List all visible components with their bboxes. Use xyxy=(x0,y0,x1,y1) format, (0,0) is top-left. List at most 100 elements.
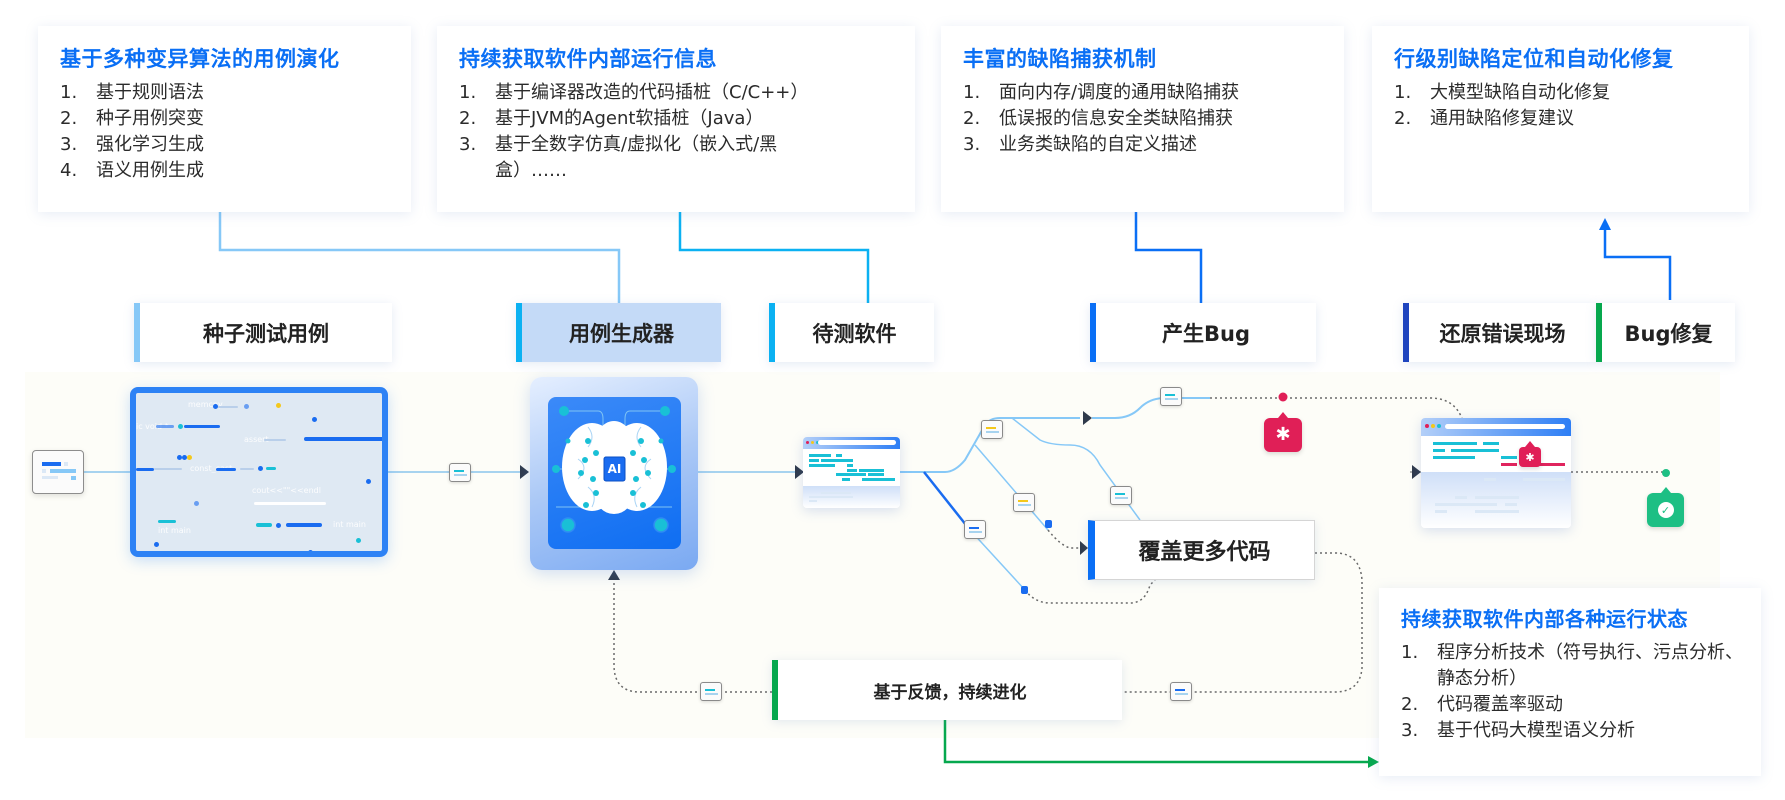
bug-marker: ✱ xyxy=(1264,412,1302,452)
item-number: 2. xyxy=(459,108,477,129)
ai-chip-label: AI xyxy=(607,462,622,476)
test-case-doc-icon xyxy=(700,682,722,701)
code-token: memcpy xyxy=(188,400,223,409)
code-token: const_cast xyxy=(190,464,233,473)
list-item: 1. 基于规则语法 xyxy=(60,80,411,106)
stage-label-text: 还原错误现场 xyxy=(1439,321,1566,346)
test-case-doc-icon xyxy=(1160,387,1182,406)
stage-label-case-generator: 用例生成器 xyxy=(516,303,721,362)
test-case-doc-icon xyxy=(964,520,986,539)
bug-icon: ✱ xyxy=(1525,450,1535,464)
item-text: 通用缺陷修复建议 xyxy=(1430,108,1574,129)
window-titlebar xyxy=(1421,418,1571,436)
bug-icon: ✱ xyxy=(1275,424,1291,445)
item-text: 业务类缺陷的自定义描述 xyxy=(999,134,1197,155)
feedback-label: 基于反馈，持续进化 xyxy=(873,682,1027,703)
item-number: 4. xyxy=(60,160,78,181)
stage-label-text: 产生Bug xyxy=(1162,321,1250,346)
test-case-doc-icon xyxy=(981,420,1003,439)
item-number: 2. xyxy=(1401,694,1419,715)
list-item: 3. 强化学习生成 xyxy=(60,132,411,158)
list-item: 2. 种子用例突变 xyxy=(60,106,411,132)
item-text: 强化学习生成 xyxy=(96,134,204,155)
item-text: 基于编译器改造的代码插桩（C/C++） xyxy=(495,82,809,103)
item-text: 程序分析技术（符号执行、污点分析、静态分析） xyxy=(1437,642,1743,689)
item-text: 基于代码大模型语义分析 xyxy=(1437,720,1635,741)
stage-label-produce-bug: 产生Bug xyxy=(1090,303,1316,362)
info-box-runtime-info: 持续获取软件内部运行信息 1. 基于编译器改造的代码插桩（C/C++） 2. 基于J… xyxy=(437,26,915,212)
stage-label-bug-fix: Bug修复 xyxy=(1596,303,1735,362)
connector-generator-to-box1 xyxy=(214,198,621,303)
item-number: 1. xyxy=(60,82,78,103)
item-number: 1. xyxy=(1394,82,1412,103)
test-case-doc-icon xyxy=(1013,493,1035,512)
code-token: cout<<""<<endl xyxy=(252,486,321,495)
stage-label-text: 种子测试用例 xyxy=(203,321,329,346)
code-token: int main xyxy=(333,520,366,529)
list-item: 2. 低误报的信息安全类缺陷捕获 xyxy=(963,106,1344,132)
item-number: 1. xyxy=(963,82,981,103)
list-item: 1. 面向内存/调度的通用缺陷捕获 xyxy=(963,80,1344,106)
stage-label-reproduce-error: 还原错误现场 xyxy=(1403,303,1596,362)
coverage-label: 覆盖更多代码 xyxy=(1138,540,1271,565)
info-list: 1.大模型缺陷自动化修复 2. 通用缺陷修复建议 xyxy=(1394,80,1749,132)
item-number: 3. xyxy=(459,134,477,155)
item-text: 语义用例生成 xyxy=(96,160,204,181)
feedback-evolution-box: 基于反馈，持续进化 xyxy=(772,660,1122,720)
info-box-runtime-states: 持续获取软件内部各种运行状态 1. 程序分析技术（符号执行、污点分析、静态分析） … xyxy=(1379,588,1761,776)
file-folder-icon xyxy=(32,450,84,494)
item-text: 代码覆盖率驱动 xyxy=(1437,694,1563,715)
test-case-doc-icon xyxy=(449,463,471,482)
bug-marker-small: ✱ xyxy=(1519,441,1541,467)
stage-label-text: 待测软件 xyxy=(812,321,897,346)
info-box-defect-capture: 丰富的缺陷捕获机制 1.面向内存/调度的通用缺陷捕获 2.低误报的信息安全类缺陷… xyxy=(941,26,1344,212)
info-box-title: 基于多种变异算法的用例演化 xyxy=(60,47,340,71)
case-generator-ai: AI xyxy=(530,377,698,570)
test-case-doc-icon xyxy=(1110,486,1132,505)
stage-label-software-under-test: 待测软件 xyxy=(769,303,934,362)
error-reproduction-window: ✱ xyxy=(1421,418,1571,528)
item-text: 种子用例突变 xyxy=(96,108,204,129)
coverage-more-code-box: 覆盖更多代码 xyxy=(1088,520,1315,580)
connector-bug-to-box3 xyxy=(1130,198,1203,303)
list-item: 2. 通用缺陷修复建议 xyxy=(1394,106,1749,132)
list-item: 4. 语义用例生成 xyxy=(60,158,411,184)
item-text: 基于JVM的Agent软插桩（Java） xyxy=(495,108,764,129)
item-number: 2. xyxy=(963,108,981,129)
info-list: 1. 基于规则语法 2. 种子用例突变 3. 强化学习生成 4. 语义用例生成 xyxy=(60,80,411,184)
item-text: 基于规则语法 xyxy=(96,82,204,103)
list-item: 2. 基于JVM的Agent软插桩（Java） xyxy=(459,106,859,132)
list-item: 2. 代码覆盖率驱动 xyxy=(1401,692,1761,718)
check-circle-icon: ✓ xyxy=(1657,502,1674,518)
ai-brain-icon xyxy=(552,406,676,533)
list-item: 3. 基于代码大模型语义分析 xyxy=(1401,718,1761,744)
info-box-mutation: 基于多种变异算法的用例演化 1. 基于规则语法 2. 种子用例突变 3. 强化学习生成… xyxy=(38,26,411,212)
list-item: 3.业务类缺陷的自定义描述 xyxy=(963,132,1344,158)
connector-software-to-box2 xyxy=(674,198,870,303)
ai-chip-panel: AI xyxy=(548,397,681,549)
code-token: ic void * xyxy=(136,422,169,431)
item-number: 1. xyxy=(1401,642,1419,663)
info-box-title: 持续获取软件内部运行信息 xyxy=(459,47,717,71)
connector-fix-to-box4 xyxy=(1599,218,1672,300)
window-titlebar xyxy=(803,437,900,449)
software-window xyxy=(803,437,900,508)
item-text: 面向内存/调度的通用缺陷捕获 xyxy=(999,82,1240,103)
info-box-auto-fix: 行级别缺陷定位和自动化修复 1.大模型缺陷自动化修复 2. 通用缺陷修复建议 xyxy=(1372,26,1749,212)
stage-label-text: Bug修复 xyxy=(1624,321,1713,346)
list-item: 1. 程序分析技术（符号执行、污点分析、静态分析） xyxy=(1401,640,1761,692)
code-token: int main xyxy=(158,526,191,535)
list-item: 1.大模型缺陷自动化修复 xyxy=(1394,80,1749,106)
item-number: 3. xyxy=(1401,720,1419,741)
item-number: 1. xyxy=(459,82,477,103)
item-text: 基于全数字仿真/虚拟化（嵌入式/黑盒）…… xyxy=(495,134,778,181)
code-token: assert xyxy=(244,435,269,444)
item-number: 2. xyxy=(1394,108,1412,129)
info-list: 1. 程序分析技术（符号执行、污点分析、静态分析） 2. 代码覆盖率驱动 3. 基于代… xyxy=(1401,640,1761,744)
info-box-title: 行级别缺陷定位和自动化修复 xyxy=(1394,47,1674,71)
info-box-title: 持续获取软件内部各种运行状态 xyxy=(1401,607,1688,631)
item-number: 2. xyxy=(60,108,78,129)
item-number: 3. xyxy=(60,134,78,155)
item-text: 低误报的信息安全类缺陷捕获 xyxy=(999,108,1233,129)
test-case-doc-icon xyxy=(1170,682,1192,701)
